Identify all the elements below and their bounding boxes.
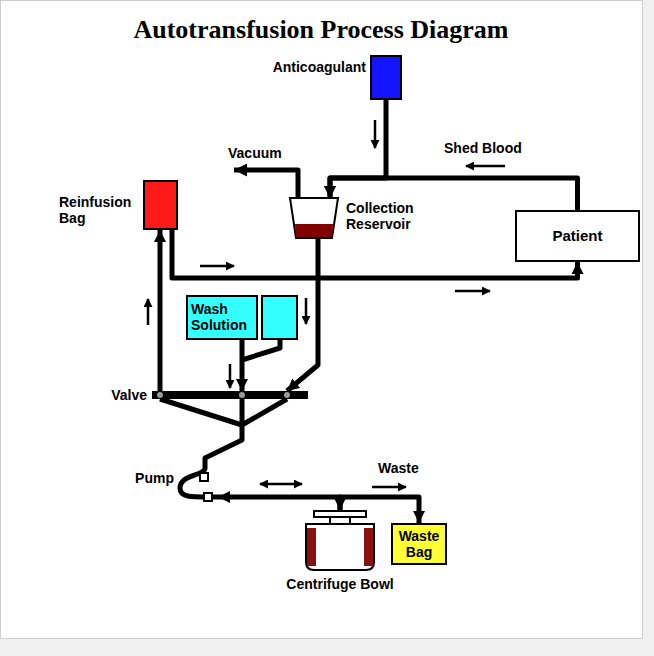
bowl-neck xyxy=(330,517,350,524)
node-label: Anticoagulant xyxy=(273,59,366,75)
valve-port xyxy=(157,392,163,398)
flow-arrow xyxy=(466,165,505,168)
wash-solution-bags: Wash Solution xyxy=(186,295,298,340)
node-label: Waste Bag xyxy=(395,528,443,560)
box-outline xyxy=(516,211,639,261)
collection-reservoir-shape xyxy=(290,198,338,238)
reinfusion-bag-shape xyxy=(143,180,178,230)
edge-label: Waste xyxy=(376,460,421,476)
node-label: Centrifuge Bowl xyxy=(286,576,393,592)
anticoagulant-bag: Anticoagulant xyxy=(370,55,402,100)
vacuum-line xyxy=(234,170,298,198)
flow-line xyxy=(330,100,386,198)
box-outline xyxy=(392,524,446,564)
flow-arrow xyxy=(260,483,302,486)
flow-arrow xyxy=(305,298,308,324)
flow-arrow xyxy=(374,120,377,148)
flow-line xyxy=(205,399,242,468)
node-label: Wash Solution xyxy=(191,301,255,333)
valve-bar-fill xyxy=(152,391,308,399)
pump-roller xyxy=(200,473,208,481)
flow-line xyxy=(218,497,340,510)
waste-bag: Waste Bag xyxy=(391,523,447,565)
collected-blood xyxy=(295,224,333,237)
red-cell-layer xyxy=(307,528,316,566)
bowl-body xyxy=(306,524,374,570)
flow-arrow xyxy=(455,290,490,293)
valve-bar: Valve xyxy=(152,391,308,399)
node-label: Collection Reservoir xyxy=(346,200,430,232)
valve-bar-shape xyxy=(152,391,308,399)
box-outline xyxy=(371,56,401,99)
collection-reservoir: Collection Reservoir xyxy=(290,198,338,238)
anticoagulant-bag-shape xyxy=(370,55,402,100)
wash-merge-line xyxy=(242,340,280,360)
flow-arrow xyxy=(147,299,150,325)
flow-arrows xyxy=(148,120,505,487)
node-label: Pump xyxy=(135,470,174,486)
node-label: Reinfusion Bag xyxy=(59,194,139,226)
diagram-title: Autotransfusion Process Diagram xyxy=(0,14,642,46)
node-label: Patient xyxy=(552,227,602,245)
box-outline xyxy=(144,181,177,229)
centrifuge-bowl: Centrifuge Bowl xyxy=(300,510,380,570)
red-cell-layer xyxy=(364,528,373,566)
wash-bag xyxy=(262,296,297,339)
valve-merge-line xyxy=(160,399,287,425)
centrifuge-bowl-shape xyxy=(300,510,380,570)
flow-arrow xyxy=(200,265,234,268)
flow-arrow xyxy=(372,486,406,489)
flow-line xyxy=(158,230,163,391)
node-label: Valve xyxy=(111,387,147,403)
flow-arrow xyxy=(229,364,232,388)
panel xyxy=(1,1,643,639)
valve-port xyxy=(284,392,290,398)
patient-box: Patient xyxy=(515,210,640,262)
valve-port xyxy=(239,392,245,398)
pump-roller xyxy=(204,493,212,501)
flow-line xyxy=(240,340,245,391)
edge-label: Shed Blood xyxy=(442,140,524,156)
pump: Pump xyxy=(178,468,218,508)
reinfusion-bag: Reinfusion Bag xyxy=(143,180,178,230)
pump-shape xyxy=(178,468,218,508)
line-label: Vacuum xyxy=(228,145,282,161)
reservoir-outline xyxy=(290,198,338,238)
wash-bag xyxy=(187,296,257,339)
